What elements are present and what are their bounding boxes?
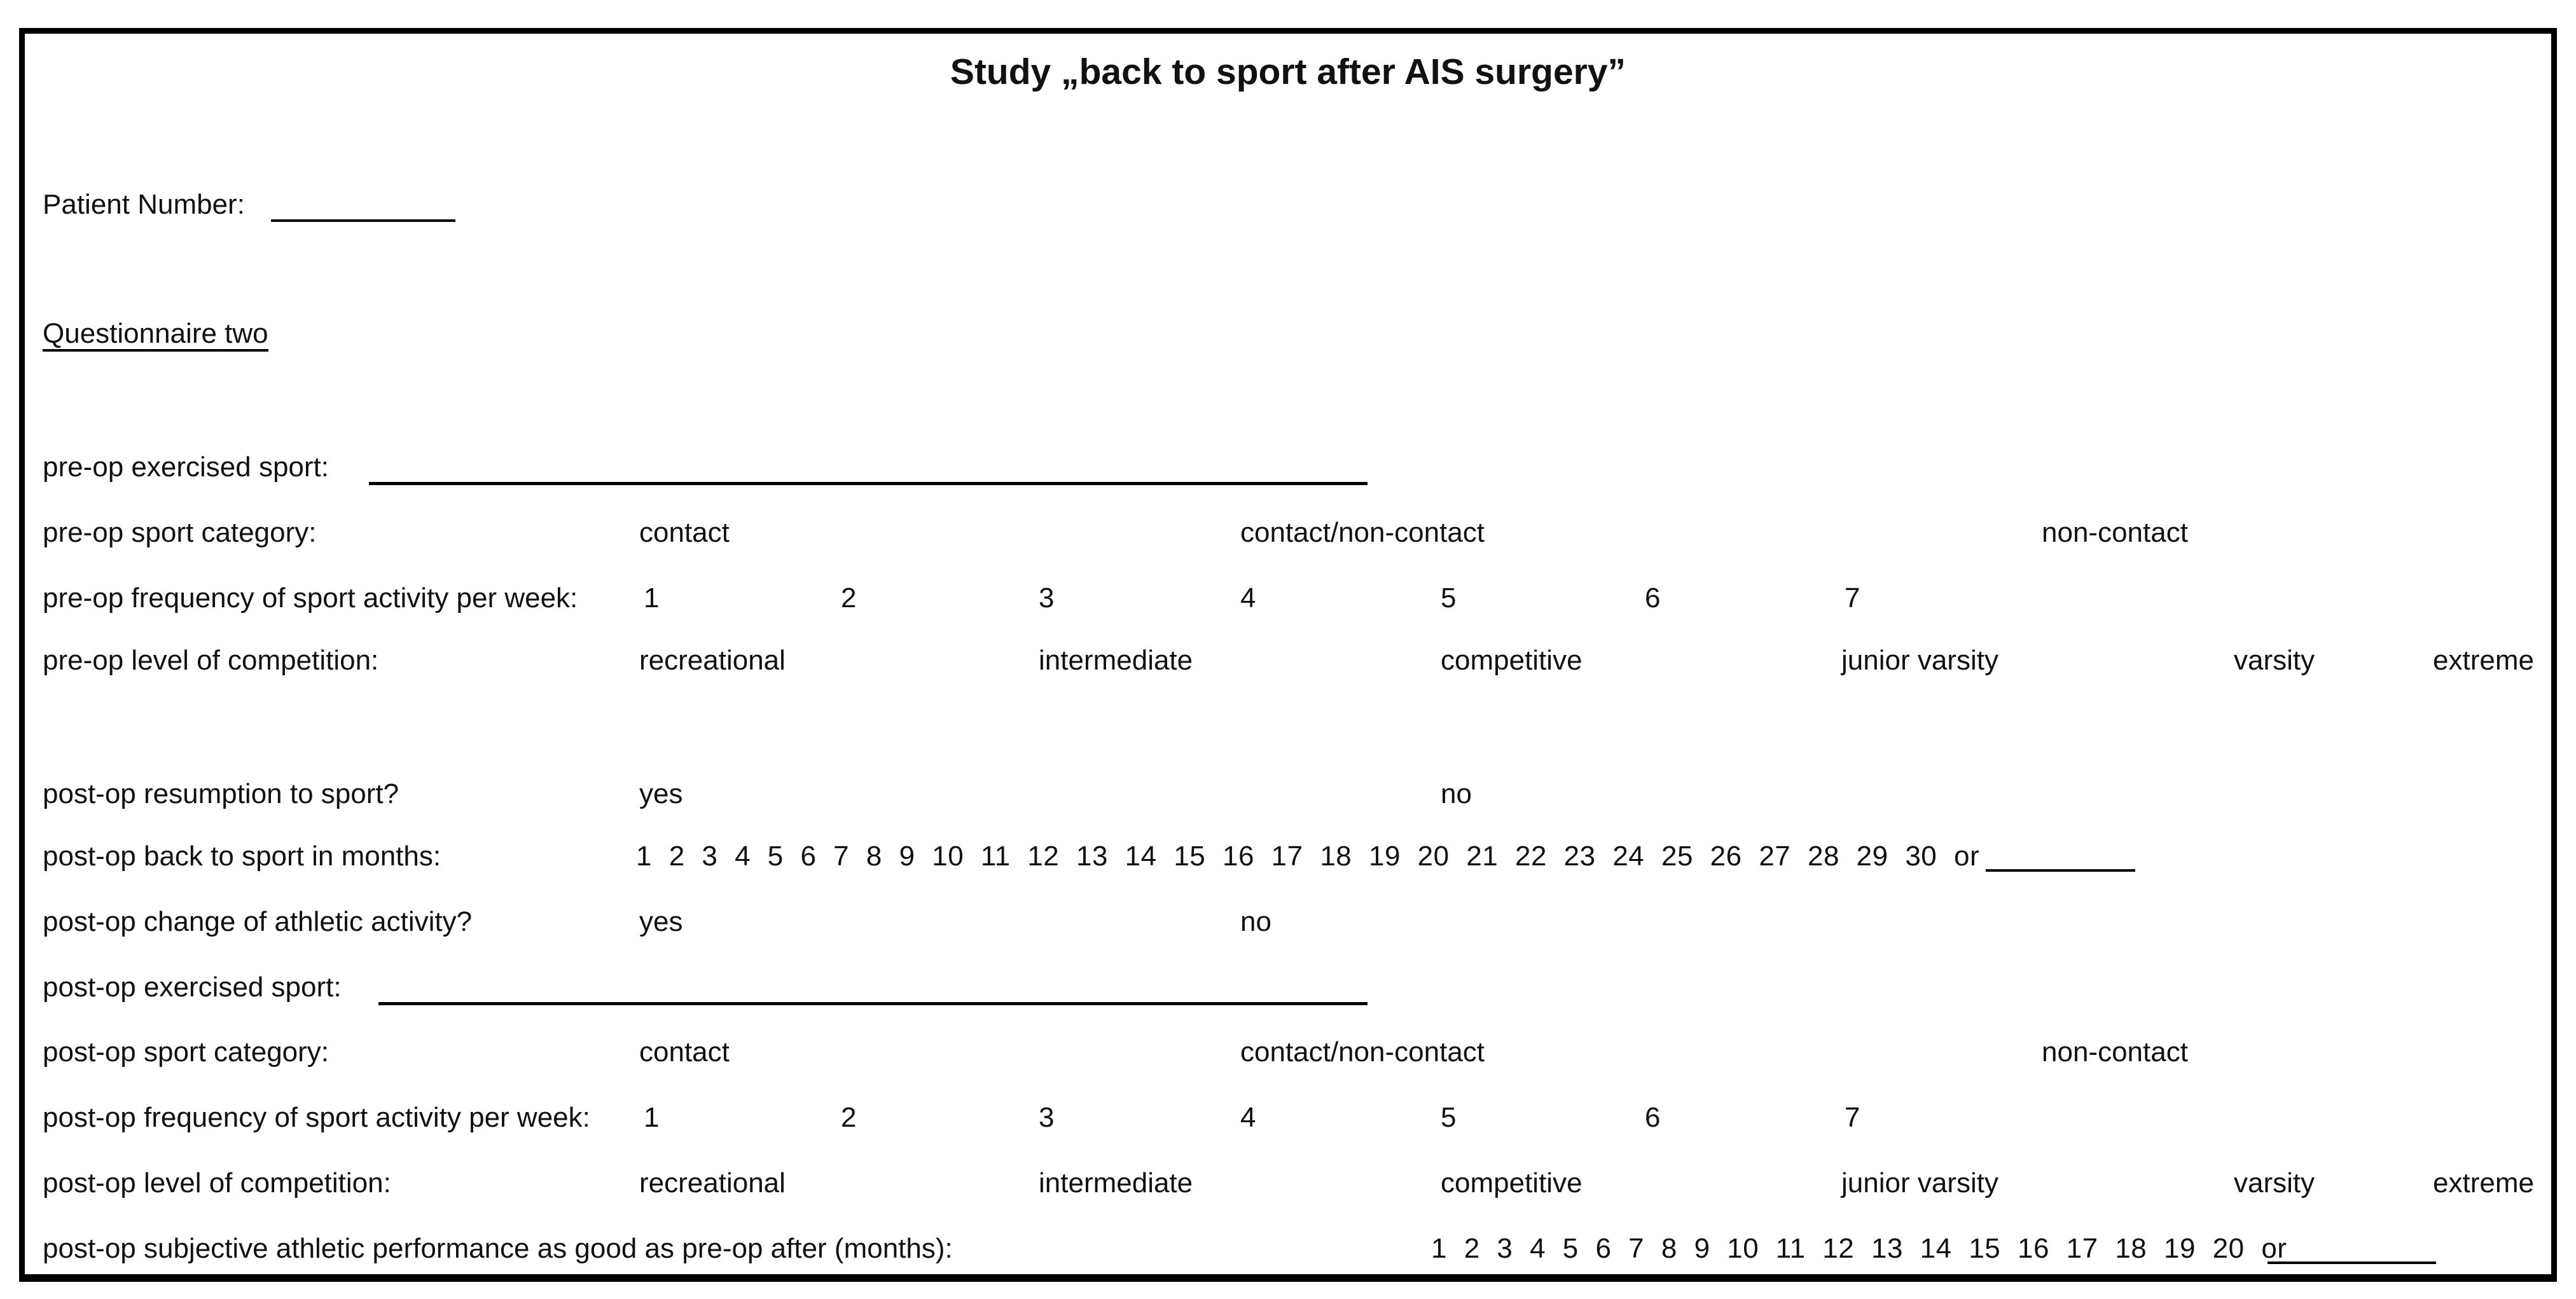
option-non-contact[interactable]: non-contact [2042,517,2188,548]
option-frequency-3[interactable]: 3 [1039,582,1055,614]
option-frequency-7[interactable]: 7 [1845,582,1860,614]
post-op-level-row: post-op level of competition: recreation… [0,1167,2576,1199]
post-op-exercised-sport-blank-line[interactable] [378,972,1368,1005]
option-non-contact[interactable]: non-contact [2042,1036,2188,1068]
post-op-resumption-label: post-op resumption to sport? [43,778,399,809]
option-no[interactable]: no [1240,906,1271,937]
option-competitive[interactable]: competitive [1441,645,1582,676]
option-varsity[interactable]: varsity [2234,1167,2315,1199]
option-frequency-6[interactable]: 6 [1645,1102,1661,1133]
option-extreme[interactable]: extreme [2433,1167,2534,1199]
option-frequency-5[interactable]: 5 [1441,582,1457,614]
pre-op-level-label: pre-op level of competition: [43,645,379,676]
option-frequency-6[interactable]: 6 [1645,582,1661,614]
option-junior-varsity[interactable]: junior varsity [1841,1167,1998,1199]
option-contact[interactable]: contact [639,517,730,548]
post-op-frequency-row: post-op frequency of sport activity per … [0,1102,2576,1134]
option-frequency-4[interactable]: 4 [1240,1102,1256,1133]
back-to-sport-blank-line[interactable] [1986,848,2135,872]
post-op-frequency-label: post-op frequency of sport activity per … [43,1102,590,1133]
option-frequency-4[interactable]: 4 [1240,582,1256,614]
page-border [19,28,2557,1282]
option-recreational[interactable]: recreational [639,645,786,676]
section-heading-row: Questionnaire two [0,320,2576,352]
option-no[interactable]: no [1441,778,1472,809]
option-frequency-1[interactable]: 1 [644,582,660,614]
post-op-performance-row: post-op subjective athletic performance … [0,1233,2576,1265]
option-frequency-5[interactable]: 5 [1441,1102,1457,1133]
option-recreational[interactable]: recreational [639,1167,786,1199]
post-op-change-row: post-op change of athletic activity? yes… [0,906,2576,938]
option-yes[interactable]: yes [639,778,683,809]
option-months-scale-1-20[interactable]: 1 2 3 4 5 6 7 8 9 10 11 12 13 14 15 16 1… [1431,1233,2287,1264]
page-title: Study „back to sport after AIS surgery” [950,52,1626,92]
option-frequency-3[interactable]: 3 [1039,1102,1055,1133]
pre-op-sport-category-row: pre-op sport category: contact contact/n… [0,517,2576,549]
pre-op-exercised-sport-blank-line[interactable] [369,451,1368,485]
option-competitive[interactable]: competitive [1441,1167,1582,1199]
patient-number-row: Patient Number: [0,189,2576,222]
option-months-scale-1-30[interactable]: 1 2 3 4 5 6 7 8 9 10 11 12 13 14 15 16 1… [636,841,1980,872]
post-op-sport-category-row: post-op sport category: contact contact/… [0,1036,2576,1068]
option-frequency-7[interactable]: 7 [1845,1102,1860,1133]
post-op-back-to-sport-row: post-op back to sport in months: 1 2 3 4… [0,841,2576,872]
option-junior-varsity[interactable]: junior varsity [1841,645,1998,676]
option-frequency-2[interactable]: 2 [841,582,857,614]
pre-op-frequency-row: pre-op frequency of sport activity per w… [0,582,2576,614]
option-contact-non-contact[interactable]: contact/non-contact [1240,517,1485,548]
option-contact[interactable]: contact [639,1036,730,1068]
option-contact-non-contact[interactable]: contact/non-contact [1240,1036,1485,1068]
option-intermediate[interactable]: intermediate [1039,645,1193,676]
post-op-resumption-row: post-op resumption to sport? yes no [0,778,2576,810]
option-varsity[interactable]: varsity [2234,645,2315,676]
post-op-exercised-sport-row: post-op exercised sport: [0,972,2576,1005]
pre-op-exercised-sport-label: pre-op exercised sport: [43,451,329,483]
pre-op-frequency-label: pre-op frequency of sport activity per w… [43,582,578,614]
post-op-sport-category-label: post-op sport category: [43,1036,329,1068]
patient-number-label: Patient Number: [43,189,245,220]
option-yes[interactable]: yes [639,906,683,937]
pre-op-level-row: pre-op level of competition: recreationa… [0,645,2576,677]
post-op-change-label: post-op change of athletic activity? [43,906,473,937]
post-op-back-to-sport-label: post-op back to sport in months: [43,841,441,872]
pre-op-exercised-sport-row: pre-op exercised sport: [0,451,2576,485]
pre-op-sport-category-label: pre-op sport category: [43,517,317,548]
option-extreme[interactable]: extreme [2433,645,2534,676]
post-op-level-label: post-op level of competition: [43,1167,391,1199]
option-frequency-2[interactable]: 2 [841,1102,857,1133]
option-frequency-1[interactable]: 1 [644,1102,660,1133]
patient-number-blank-line[interactable] [271,189,455,222]
performance-blank-line[interactable] [2268,1240,2436,1264]
section-heading: Questionnaire two [43,320,268,352]
post-op-exercised-sport-label: post-op exercised sport: [43,972,342,1003]
option-intermediate[interactable]: intermediate [1039,1167,1193,1199]
post-op-performance-label: post-op subjective athletic performance … [43,1233,953,1264]
